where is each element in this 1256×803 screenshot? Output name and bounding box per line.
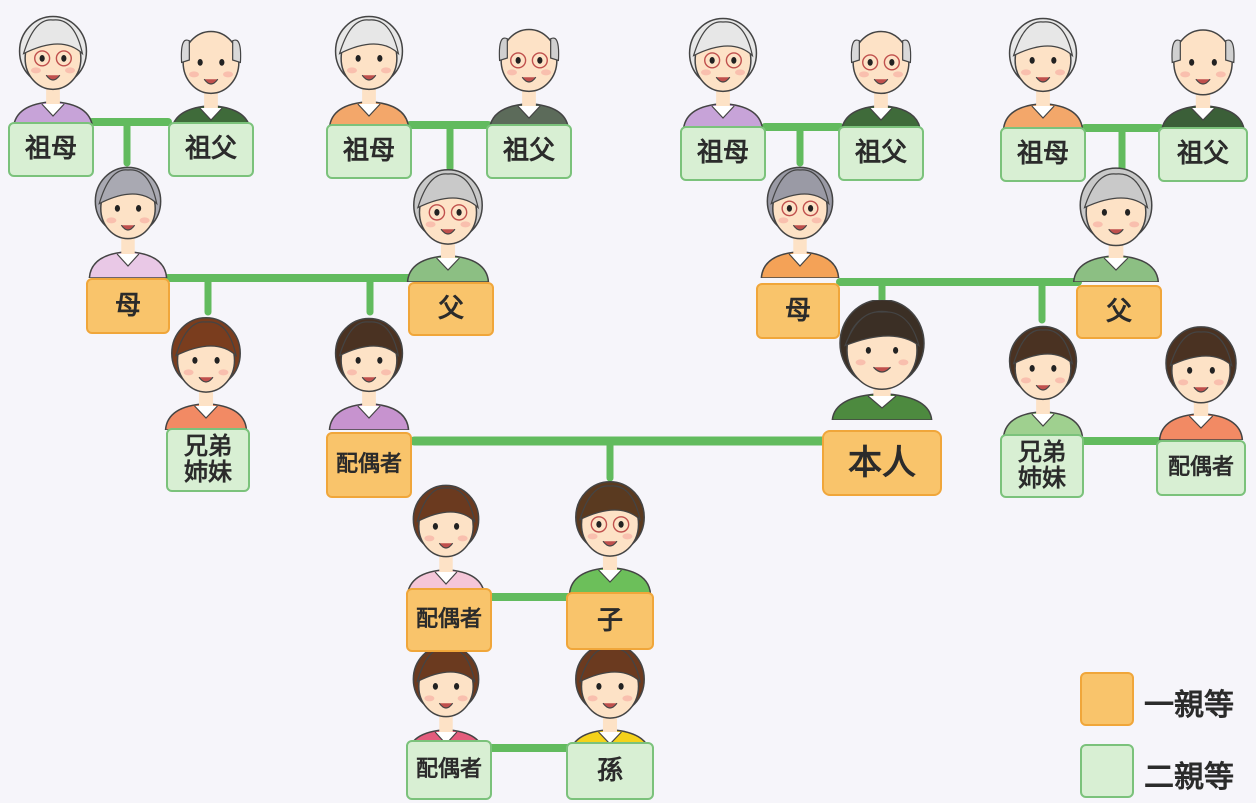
- self-sibling-spouse-illustration: [1158, 326, 1244, 440]
- legend-swatch-1: [1080, 672, 1134, 726]
- spouse-sibling-label-line1: 兄弟: [184, 432, 232, 461]
- self-maternal-grandfather-label-text: 祖父: [854, 138, 907, 169]
- child-label: 子: [566, 592, 654, 650]
- self-father-label-text: 父: [1105, 296, 1132, 327]
- self-father-illustration: [1072, 167, 1160, 282]
- self-maternal-grandfather-illustration: [840, 30, 922, 132]
- spouse-mother-label: 母: [86, 278, 170, 334]
- legend-label-2: 二親等: [1144, 760, 1234, 795]
- spouse-father-label: 父: [408, 282, 494, 336]
- spouse-maternal-grandfather-illustration: [170, 30, 252, 132]
- self-mother-label-text: 母: [784, 295, 811, 326]
- self-paternal-grandfather: [1158, 12, 1248, 132]
- self-label: 本人: [822, 430, 942, 496]
- self-label-text: 本人: [848, 442, 916, 483]
- self-paternal-grandfather-label: 祖父: [1158, 127, 1248, 182]
- self-sibling-label-line2: 姉妹: [1018, 464, 1066, 492]
- spouse-sibling-label-line2: 姉妹: [184, 458, 232, 486]
- grandchild-illustration: [568, 642, 652, 756]
- self-paternal-grandmother-label-text: 祖母: [1016, 139, 1069, 170]
- spouse-sibling-label: 兄弟姉妹: [166, 428, 250, 492]
- spouse-mother: [86, 158, 170, 278]
- self-paternal-grandfather-label-text: 祖父: [1176, 139, 1229, 170]
- grandchild-label: 孫: [566, 742, 654, 800]
- self-father: [1070, 162, 1162, 282]
- spouse-paternal-grandmother-label: 祖母: [326, 124, 412, 179]
- child-spouse: [404, 476, 488, 596]
- self-maternal-grandmother: [680, 10, 766, 130]
- spouse-paternal-grandmother: [326, 8, 412, 128]
- self-sibling-illustration: [1002, 325, 1084, 438]
- spouse-sibling-illustration: [164, 316, 248, 430]
- spouse-paternal-grandmother-illustration: [328, 15, 410, 128]
- spouse-mother-illustration: [88, 166, 168, 278]
- spouse-illustration: [328, 317, 410, 430]
- self-sibling-label-line1: 兄弟: [1018, 438, 1066, 467]
- spouse-label-text: 配偶者: [335, 452, 402, 478]
- self-sibling-spouse: [1156, 320, 1246, 440]
- self-maternal-grandfather-label: 祖父: [838, 126, 924, 181]
- self-illustration: [831, 300, 933, 420]
- self-paternal-grandmother: [1000, 10, 1086, 130]
- grandchild: [566, 636, 654, 756]
- spouse-father-illustration: [406, 168, 490, 282]
- grandchild-label-text: 孫: [596, 755, 623, 786]
- child-spouse-label: 配偶者: [406, 588, 492, 652]
- child-illustration: [568, 480, 652, 594]
- spouse-paternal-grandfather-label-text: 祖父: [502, 136, 555, 167]
- spouse-father-label-text: 父: [437, 293, 464, 324]
- grandchild-spouse-label-text: 配偶者: [415, 757, 482, 783]
- spouse-maternal-grandfather: [168, 12, 254, 132]
- spouse-maternal-grandmother-illustration: [12, 15, 94, 128]
- spouse-paternal-grandfather: [486, 10, 572, 130]
- self-maternal-grandmother-label-text: 祖母: [696, 138, 749, 169]
- legend-swatch-2: [1080, 744, 1134, 798]
- grandchild-spouse-label: 配偶者: [406, 740, 492, 800]
- self-mother-illustration: [760, 166, 840, 278]
- self-maternal-grandfather: [838, 12, 924, 132]
- spouse-maternal-grandfather-label-text: 祖父: [184, 134, 237, 165]
- self-paternal-grandfather-illustration: [1160, 29, 1246, 132]
- self-mother: [758, 158, 842, 278]
- child: [566, 474, 654, 594]
- spouse-maternal-grandmother-label: 祖母: [8, 122, 94, 177]
- child-spouse-illustration: [406, 484, 486, 596]
- self-mother-label: 母: [756, 283, 840, 339]
- child-label-text: 子: [596, 605, 623, 636]
- self-sibling-label: 兄弟姉妹: [1000, 434, 1084, 498]
- legend-label-1: 一親等: [1144, 688, 1234, 723]
- grandchild-spouse: [404, 636, 488, 756]
- spouse-paternal-grandfather-illustration: [488, 28, 570, 130]
- spouse-sibling: [162, 310, 250, 430]
- self-sibling-spouse-label-text: 配偶者: [1167, 455, 1234, 481]
- spouse-paternal-grandmother-label-text: 祖母: [342, 136, 395, 167]
- spouse-father: [404, 162, 492, 282]
- grandchild-spouse-illustration: [406, 644, 486, 756]
- self-sibling-spouse-label: 配偶者: [1156, 440, 1246, 496]
- spouse-paternal-grandfather-label: 祖父: [486, 124, 572, 179]
- self-paternal-grandmother-illustration: [1002, 17, 1084, 130]
- self-father-label: 父: [1076, 285, 1162, 339]
- spouse-maternal-grandfather-label: 祖父: [168, 122, 254, 177]
- self: [828, 300, 936, 420]
- self-maternal-grandmother-label: 祖母: [680, 126, 766, 181]
- spouse: [326, 310, 412, 430]
- self-paternal-grandmother-label: 祖母: [1000, 127, 1086, 182]
- self-sibling: [1000, 318, 1086, 438]
- spouse-label: 配偶者: [326, 432, 412, 498]
- child-spouse-label-text: 配偶者: [415, 607, 482, 633]
- spouse-maternal-grandmother: [10, 8, 96, 128]
- self-maternal-grandmother-illustration: [682, 17, 764, 130]
- spouse-maternal-grandmother-label-text: 祖母: [24, 134, 77, 165]
- spouse-mother-label-text: 母: [114, 290, 141, 321]
